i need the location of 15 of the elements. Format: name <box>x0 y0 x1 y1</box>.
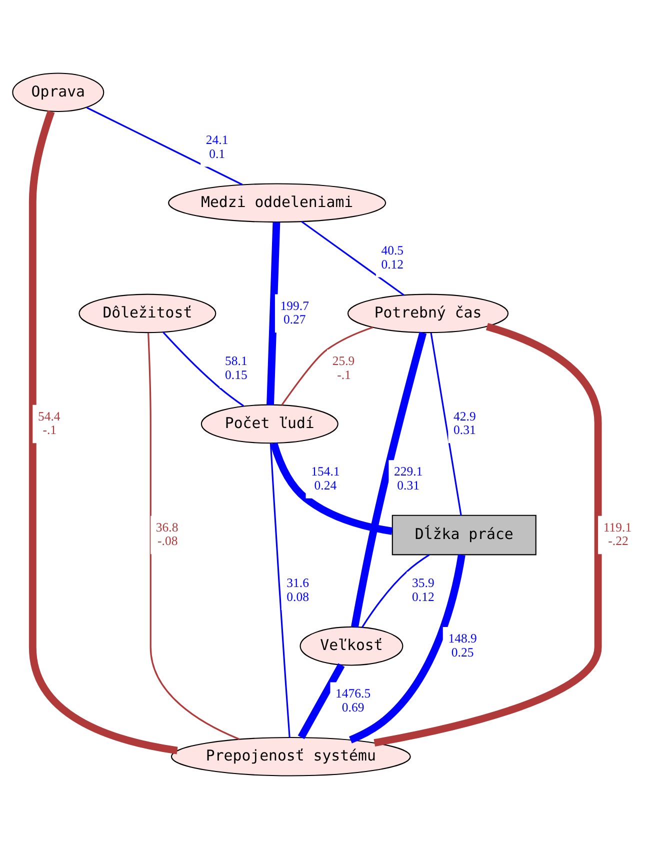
edge-label: 36.8 -.08 <box>156 520 178 548</box>
edge-label: 31.6 0.08 <box>286 576 309 604</box>
edge-label: 24.1 0.1 <box>206 132 228 160</box>
edge-label: 25.9 -.1 <box>332 354 355 382</box>
edge-label: 54.4 -.1 <box>38 408 60 437</box>
edge-label: 199.7 0.27 <box>280 298 309 326</box>
edge-label: 154.1 0.24 <box>311 464 340 492</box>
edge-label: 229.1 0.31 <box>394 464 423 492</box>
edge-label: 1476.5 0.69 <box>336 686 371 714</box>
edge-label: 148.9 0.25 <box>448 630 477 659</box>
edge-label: 35.9 0.12 <box>412 576 434 604</box>
edge-label: 42.9 0.31 <box>454 408 476 437</box>
edge-label: 119.1 -.22 <box>603 520 632 548</box>
edge-label: 58.1 0.15 <box>225 354 248 382</box>
edge-label: 40.5 0.12 <box>381 243 404 271</box>
